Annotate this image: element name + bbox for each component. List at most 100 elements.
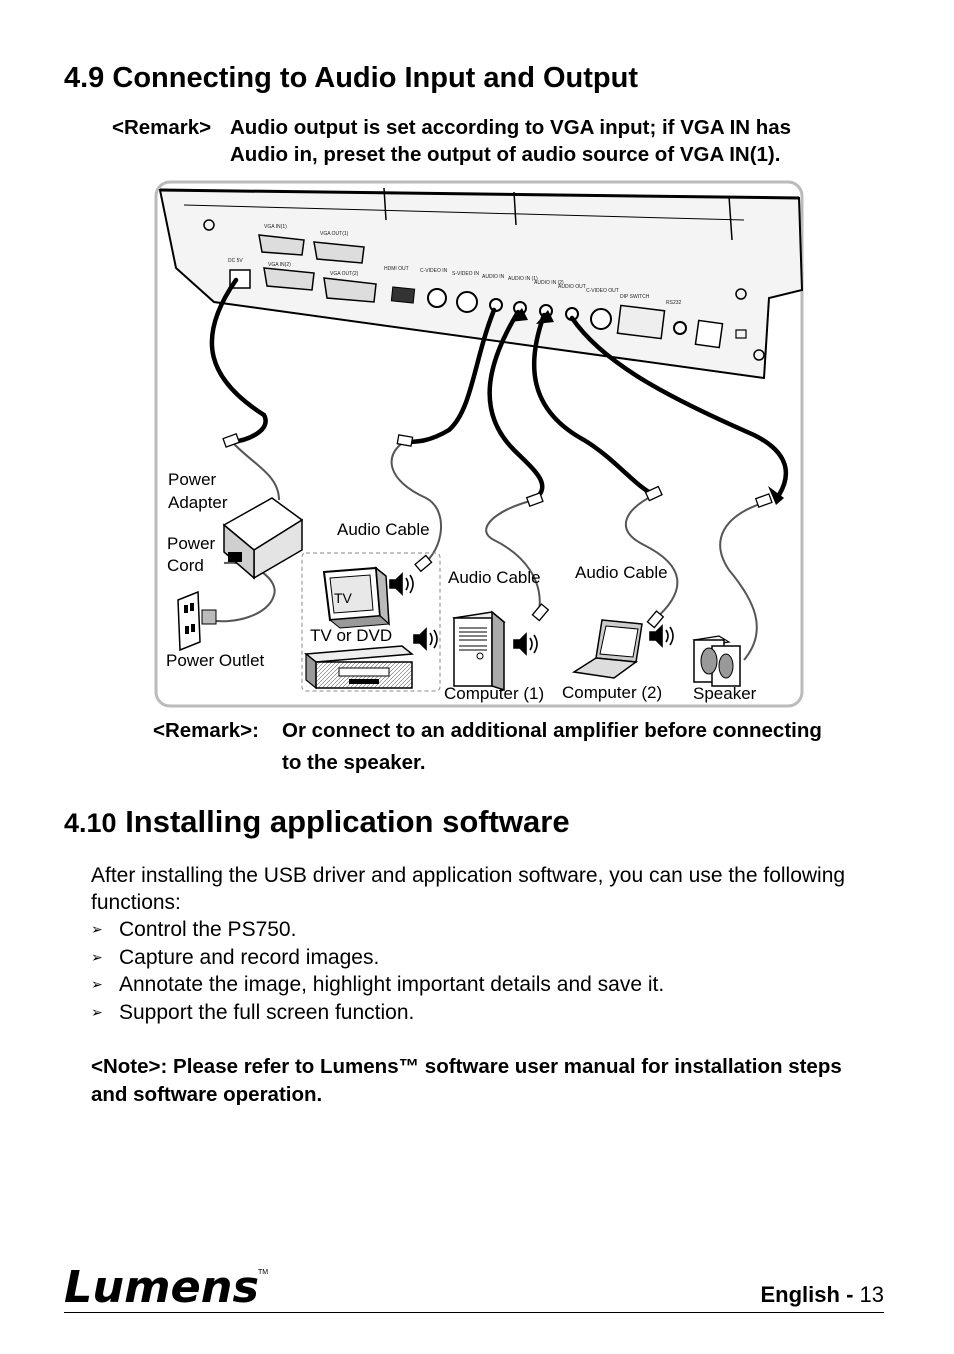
device-rear-panel: DC 5V VGA IN(1) VGA IN(2) VGA OUT(1) VGA… xyxy=(158,187,804,380)
power-adapter-icon xyxy=(222,497,304,580)
c-video-in-port xyxy=(427,288,447,308)
lumens-logo: Lumens TM xyxy=(64,1262,268,1310)
port-label: VGA OUT(2) xyxy=(330,271,359,277)
footer-divider xyxy=(64,1312,884,1313)
arrowheads xyxy=(510,308,784,505)
label-audio-cable: Audio Cable xyxy=(448,568,541,587)
dip-switch xyxy=(616,304,666,340)
arrow-bullet-icon: ➢ xyxy=(91,948,103,965)
tv-dvd-group xyxy=(301,552,441,692)
logo-text: Lumens xyxy=(64,1262,259,1310)
separator: - xyxy=(846,1282,854,1307)
audio-cable-pc2 xyxy=(532,312,657,498)
speaker-icon xyxy=(692,635,741,687)
thin-cables xyxy=(208,441,767,661)
section-number: 4.10 xyxy=(64,808,117,838)
remark-audio-output: <Remark> Audio output is set according to… xyxy=(112,114,791,168)
label-computer-2: Computer (2) xyxy=(562,683,662,702)
list-item-text: Control the PS750. xyxy=(119,918,297,941)
laptop-icon xyxy=(571,619,643,679)
lock-icon xyxy=(735,329,747,339)
s-video-in-port xyxy=(456,291,478,313)
usb-port xyxy=(694,319,724,349)
label-speaker: Speaker xyxy=(693,684,757,703)
dvd-player-icon xyxy=(304,645,414,690)
note-paragraph: <Note>: Please refer to Lumens™ software… xyxy=(91,1055,842,1106)
remark-amplifier: <Remark>: Or connect to an additional amp… xyxy=(153,715,822,779)
port-label: VGA IN(1) xyxy=(264,224,287,230)
list-item-text: Capture and record images. xyxy=(119,945,380,969)
section-title-text: Installing application software xyxy=(125,804,570,839)
label-tv-or-dvd: TV or DVD xyxy=(310,626,392,645)
power-cable xyxy=(209,277,268,445)
port-label: AUDIO IN (1) xyxy=(508,276,538,282)
port-label: HDMI OUT xyxy=(384,266,409,272)
cables xyxy=(209,277,789,503)
sound-icon xyxy=(389,572,414,596)
vga-in-2-port xyxy=(263,267,315,291)
list-item: ➢ Control the PS750. xyxy=(91,916,664,944)
intro-paragraph: After installing the USB driver and appl… xyxy=(91,864,846,914)
section-title-4-10: 4.10 Installing application software xyxy=(64,804,570,840)
language-label: English xyxy=(760,1282,840,1307)
vga-in-1-port xyxy=(258,234,305,256)
power-outlet-icon xyxy=(177,590,217,652)
computer-tower-icon xyxy=(452,610,506,692)
port-label: RS232 xyxy=(666,300,682,306)
port-label: AUDIO IN xyxy=(482,274,505,280)
label-power-cord: Cord xyxy=(167,556,204,575)
remark-line-1: Or connect to an additional amplifier be… xyxy=(282,719,822,742)
sound-icon xyxy=(413,627,438,651)
sound-icon xyxy=(513,632,538,656)
label-audio-cable: Audio Cable xyxy=(337,520,430,539)
port-label: AUDIO IN (2) xyxy=(534,280,564,286)
sound-icon xyxy=(649,624,674,648)
screw-icon xyxy=(203,219,215,231)
vga-out-2-port xyxy=(323,277,377,303)
vga-out-1-port xyxy=(313,241,365,264)
label-tv: TV xyxy=(334,590,353,606)
page-number: 13 xyxy=(859,1282,884,1307)
audio-cable-pc1 xyxy=(487,309,545,503)
hdmi-port xyxy=(390,286,416,304)
tv-icon xyxy=(322,566,391,629)
port-label: DIP SWITCH xyxy=(620,294,650,300)
label-audio-cable: Audio Cable xyxy=(575,563,668,582)
list-item: ➢ Support the full screen function. xyxy=(91,999,664,1027)
list-item-text: Annotate the image, highlight important … xyxy=(119,973,665,997)
port-label: AUDIO OUT xyxy=(558,284,586,290)
list-item: ➢ Capture and record images. xyxy=(91,944,664,972)
label-computer-1: Computer (1) xyxy=(444,684,544,703)
screw-icon xyxy=(753,349,765,361)
port-label: VGA OUT(1) xyxy=(320,231,349,237)
remark-line-2: to the speaker. xyxy=(282,751,426,774)
remark-line-1: Audio output is set according to VGA inp… xyxy=(230,116,792,139)
port-label: DC 5V xyxy=(228,258,243,264)
label-power-adapter: Adapter xyxy=(168,493,228,512)
port-label: S-VIDEO IN xyxy=(452,271,479,277)
port-label: VGA IN(2) xyxy=(268,262,291,268)
page-footer-label: English - 13 xyxy=(760,1282,884,1308)
list-item: ➢ Annotate the image, highlight important… xyxy=(91,971,664,999)
logo-tm: TM xyxy=(258,1269,268,1276)
arrow-bullet-icon: ➢ xyxy=(91,921,103,937)
remark-label: <Remark> xyxy=(112,116,212,139)
c-video-out-port xyxy=(590,308,612,330)
section-title-4-9: 4.9 Connecting to Audio Input and Output xyxy=(64,62,639,94)
list-item-text: Support the full screen function. xyxy=(119,1001,415,1025)
screw-icon xyxy=(735,288,747,300)
label-power-cord: Power xyxy=(167,534,216,553)
remark-label: <Remark>: xyxy=(153,719,259,742)
function-list: ➢ Control the PS750. ➢ Capture and record … xyxy=(91,916,664,1027)
remark-line-2: Audio in, preset the output of audio sou… xyxy=(230,143,781,166)
arrow-bullet-icon: ➢ xyxy=(91,1004,103,1021)
port-label: C-VIDEO IN xyxy=(420,268,448,274)
arrow-bullet-icon: ➢ xyxy=(91,976,103,993)
label-power-adapter: Power xyxy=(168,470,217,489)
connection-diagram: DC 5V VGA IN(1) VGA IN(2) VGA OUT(1) VGA… xyxy=(154,180,804,708)
label-power-outlet: Power Outlet xyxy=(166,651,265,670)
rs232-port xyxy=(673,321,687,335)
port-label: C-VIDEO OUT xyxy=(586,288,619,294)
audio-cable-tv xyxy=(401,307,497,445)
audio-cable-speaker xyxy=(569,315,789,498)
